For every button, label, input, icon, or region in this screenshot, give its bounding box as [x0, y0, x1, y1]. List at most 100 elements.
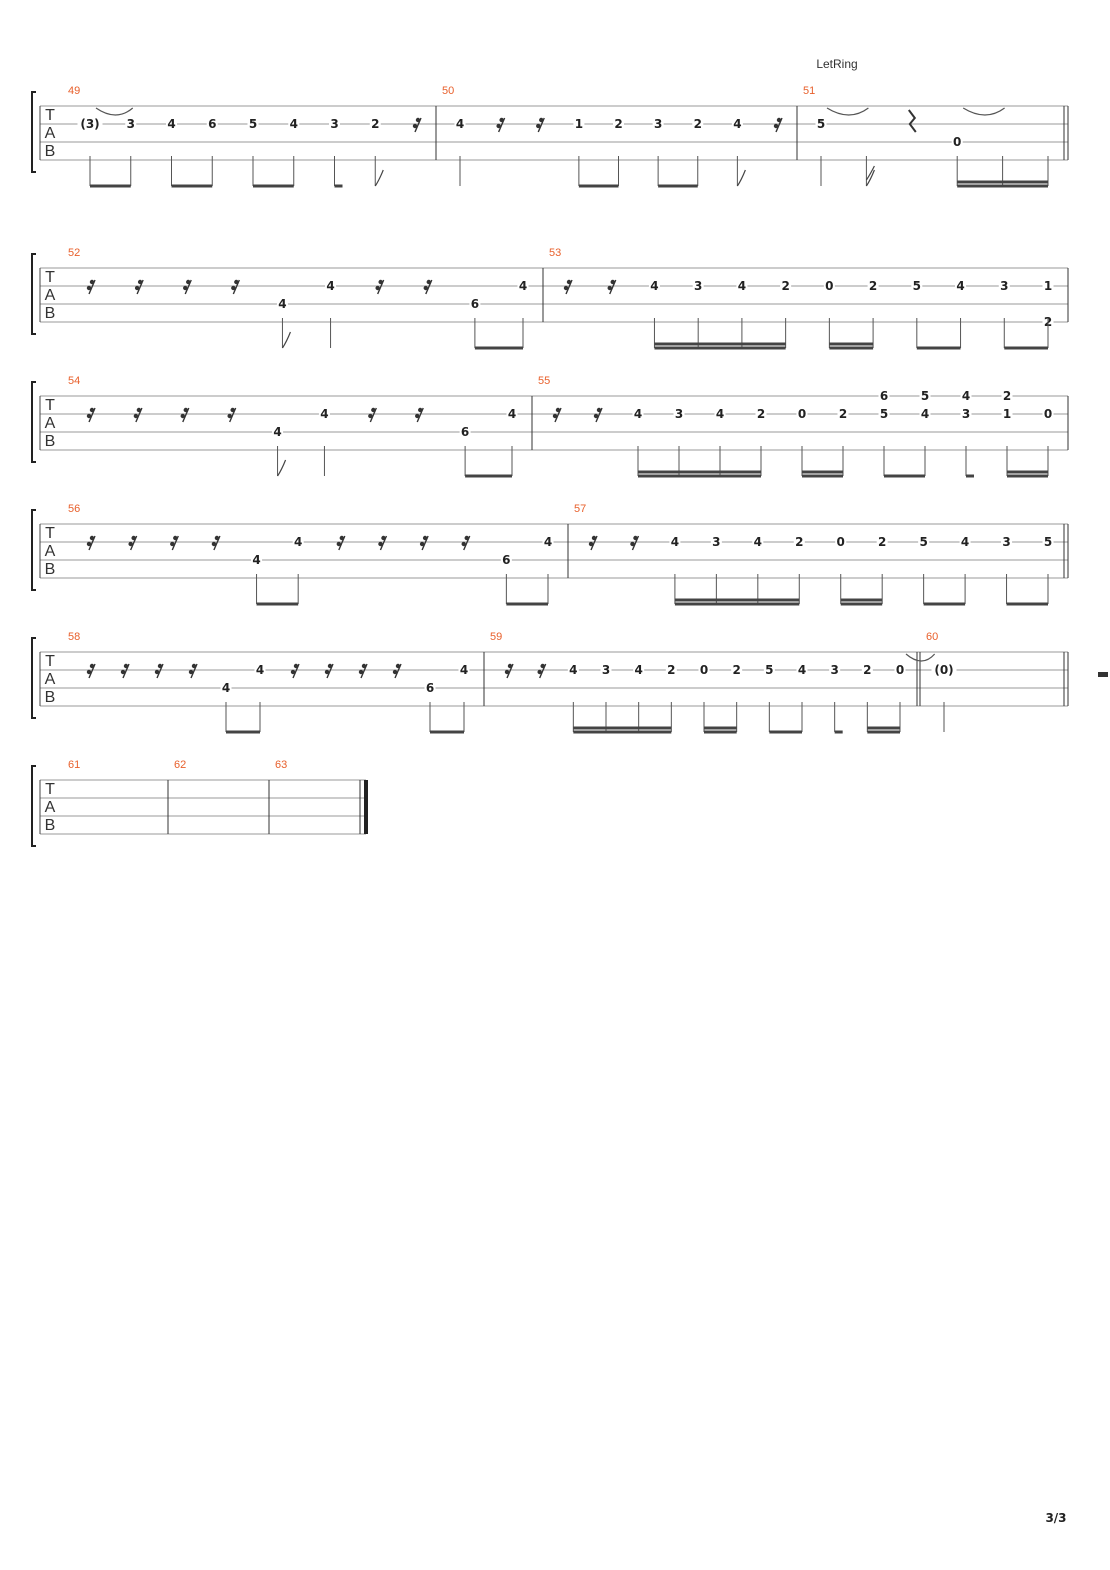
fret-number: 0 [837, 535, 845, 549]
system-bracket [31, 509, 36, 591]
fret-number: 3 [654, 117, 662, 131]
fret-number: 4 [252, 553, 260, 567]
fret-bg [251, 554, 263, 567]
measure-number: 51 [803, 85, 815, 97]
fret-bg [454, 118, 466, 131]
rest-16-stem [190, 663, 198, 679]
fret-number: 3 [962, 407, 970, 421]
tab-clef-letter: A [45, 543, 56, 560]
measure-number: 60 [926, 631, 938, 643]
fret-bg [763, 664, 775, 677]
fret-number: 4 [921, 407, 929, 421]
fret-number: 2 [732, 663, 740, 677]
fret-number: 6 [461, 425, 469, 439]
rest-16-stem [414, 117, 422, 133]
rest-16-stem [369, 407, 377, 423]
fret-number: 2 [614, 117, 622, 131]
fret-bg [600, 664, 612, 677]
system-bracket [31, 253, 36, 335]
rest-16-dot-lower [537, 669, 542, 675]
rest-16-stem [338, 535, 346, 551]
fret-bg [272, 426, 284, 439]
fret-number: 1 [575, 117, 583, 131]
rest-16-stem [88, 663, 96, 679]
fret-bg [959, 536, 971, 549]
fret-bg [919, 408, 931, 421]
rest-16-dot-lower [423, 285, 428, 291]
rest-16-dot-lower [120, 669, 126, 675]
fret-number: 6 [880, 389, 888, 403]
fret-number: 4 [320, 407, 328, 421]
fret-bg [648, 280, 660, 293]
rest-16-stem [229, 407, 237, 423]
rest-16-stem [537, 117, 545, 133]
rest-16-dot-lower [324, 669, 330, 675]
fret-bg [752, 536, 764, 549]
rest-16-dot-lower [290, 669, 296, 675]
tab-clef-letter: T [45, 397, 55, 414]
fret-bg [673, 408, 685, 421]
rest-16-stem [539, 663, 547, 679]
fret-number: 0 [798, 407, 806, 421]
system-bracket [31, 637, 36, 719]
tab-clef-letter: A [45, 287, 56, 304]
fret-bg [878, 390, 890, 403]
fret-bg [698, 664, 710, 677]
fret-number: 4 [167, 117, 175, 131]
rest-16-stem [184, 279, 192, 295]
rest-16-dot-lower [86, 285, 92, 291]
fret-bg [77, 118, 103, 131]
rest-16-stem [554, 407, 562, 423]
rest-16-stem [416, 407, 424, 423]
tab-clef-letter: T [45, 781, 55, 798]
fret-number: 5 [921, 389, 929, 403]
fret-bg [867, 280, 879, 293]
fret-number: 4 [222, 681, 230, 695]
fret-bg [458, 664, 470, 677]
rest-16-dot-lower [552, 413, 558, 419]
rest-16-dot-lower [183, 285, 188, 291]
rest-16-dot-lower [231, 285, 236, 291]
fret-number: 3 [127, 117, 135, 131]
fret-bg [206, 118, 218, 131]
fret-bg [292, 536, 304, 549]
measure-number: 50 [442, 85, 454, 97]
tab-clef-letter: T [45, 107, 55, 124]
fret-number: 3 [1000, 279, 1008, 293]
rest-16-dot-lower [375, 285, 380, 291]
fret-bg [960, 408, 972, 421]
tab-clef-letter: A [45, 415, 56, 432]
tie-arc [905, 653, 936, 662]
rest-16-stem [360, 663, 368, 679]
fret-bg [755, 408, 767, 421]
fret-bg [469, 298, 481, 311]
rest-16-stem [88, 407, 96, 423]
fret-bg [318, 408, 330, 421]
rest-16-dot-lower [630, 541, 635, 547]
rest-16-stem [122, 663, 130, 679]
system-bracket [31, 381, 36, 463]
fret-bg [254, 664, 266, 677]
fret-number: 4 [738, 279, 746, 293]
rest-16-dot-lower [504, 669, 510, 675]
fret-bg [837, 408, 849, 421]
measure-number: 61 [68, 759, 80, 771]
system-bracket [31, 91, 36, 173]
rest-16-dot-lower [128, 541, 133, 547]
measure-number: 62 [174, 759, 186, 771]
fret-number: 2 [863, 663, 871, 677]
fret-bg [669, 536, 681, 549]
fret-number: (3) [80, 117, 99, 131]
fret-number: 3 [712, 535, 720, 549]
rest-16-stem [135, 407, 143, 423]
fret-bg [823, 280, 835, 293]
measure-number: 56 [68, 503, 80, 515]
rest-16-stem [565, 279, 573, 295]
fret-bg [931, 664, 957, 677]
measure-number: 58 [68, 631, 80, 643]
system-bracket [31, 765, 36, 847]
